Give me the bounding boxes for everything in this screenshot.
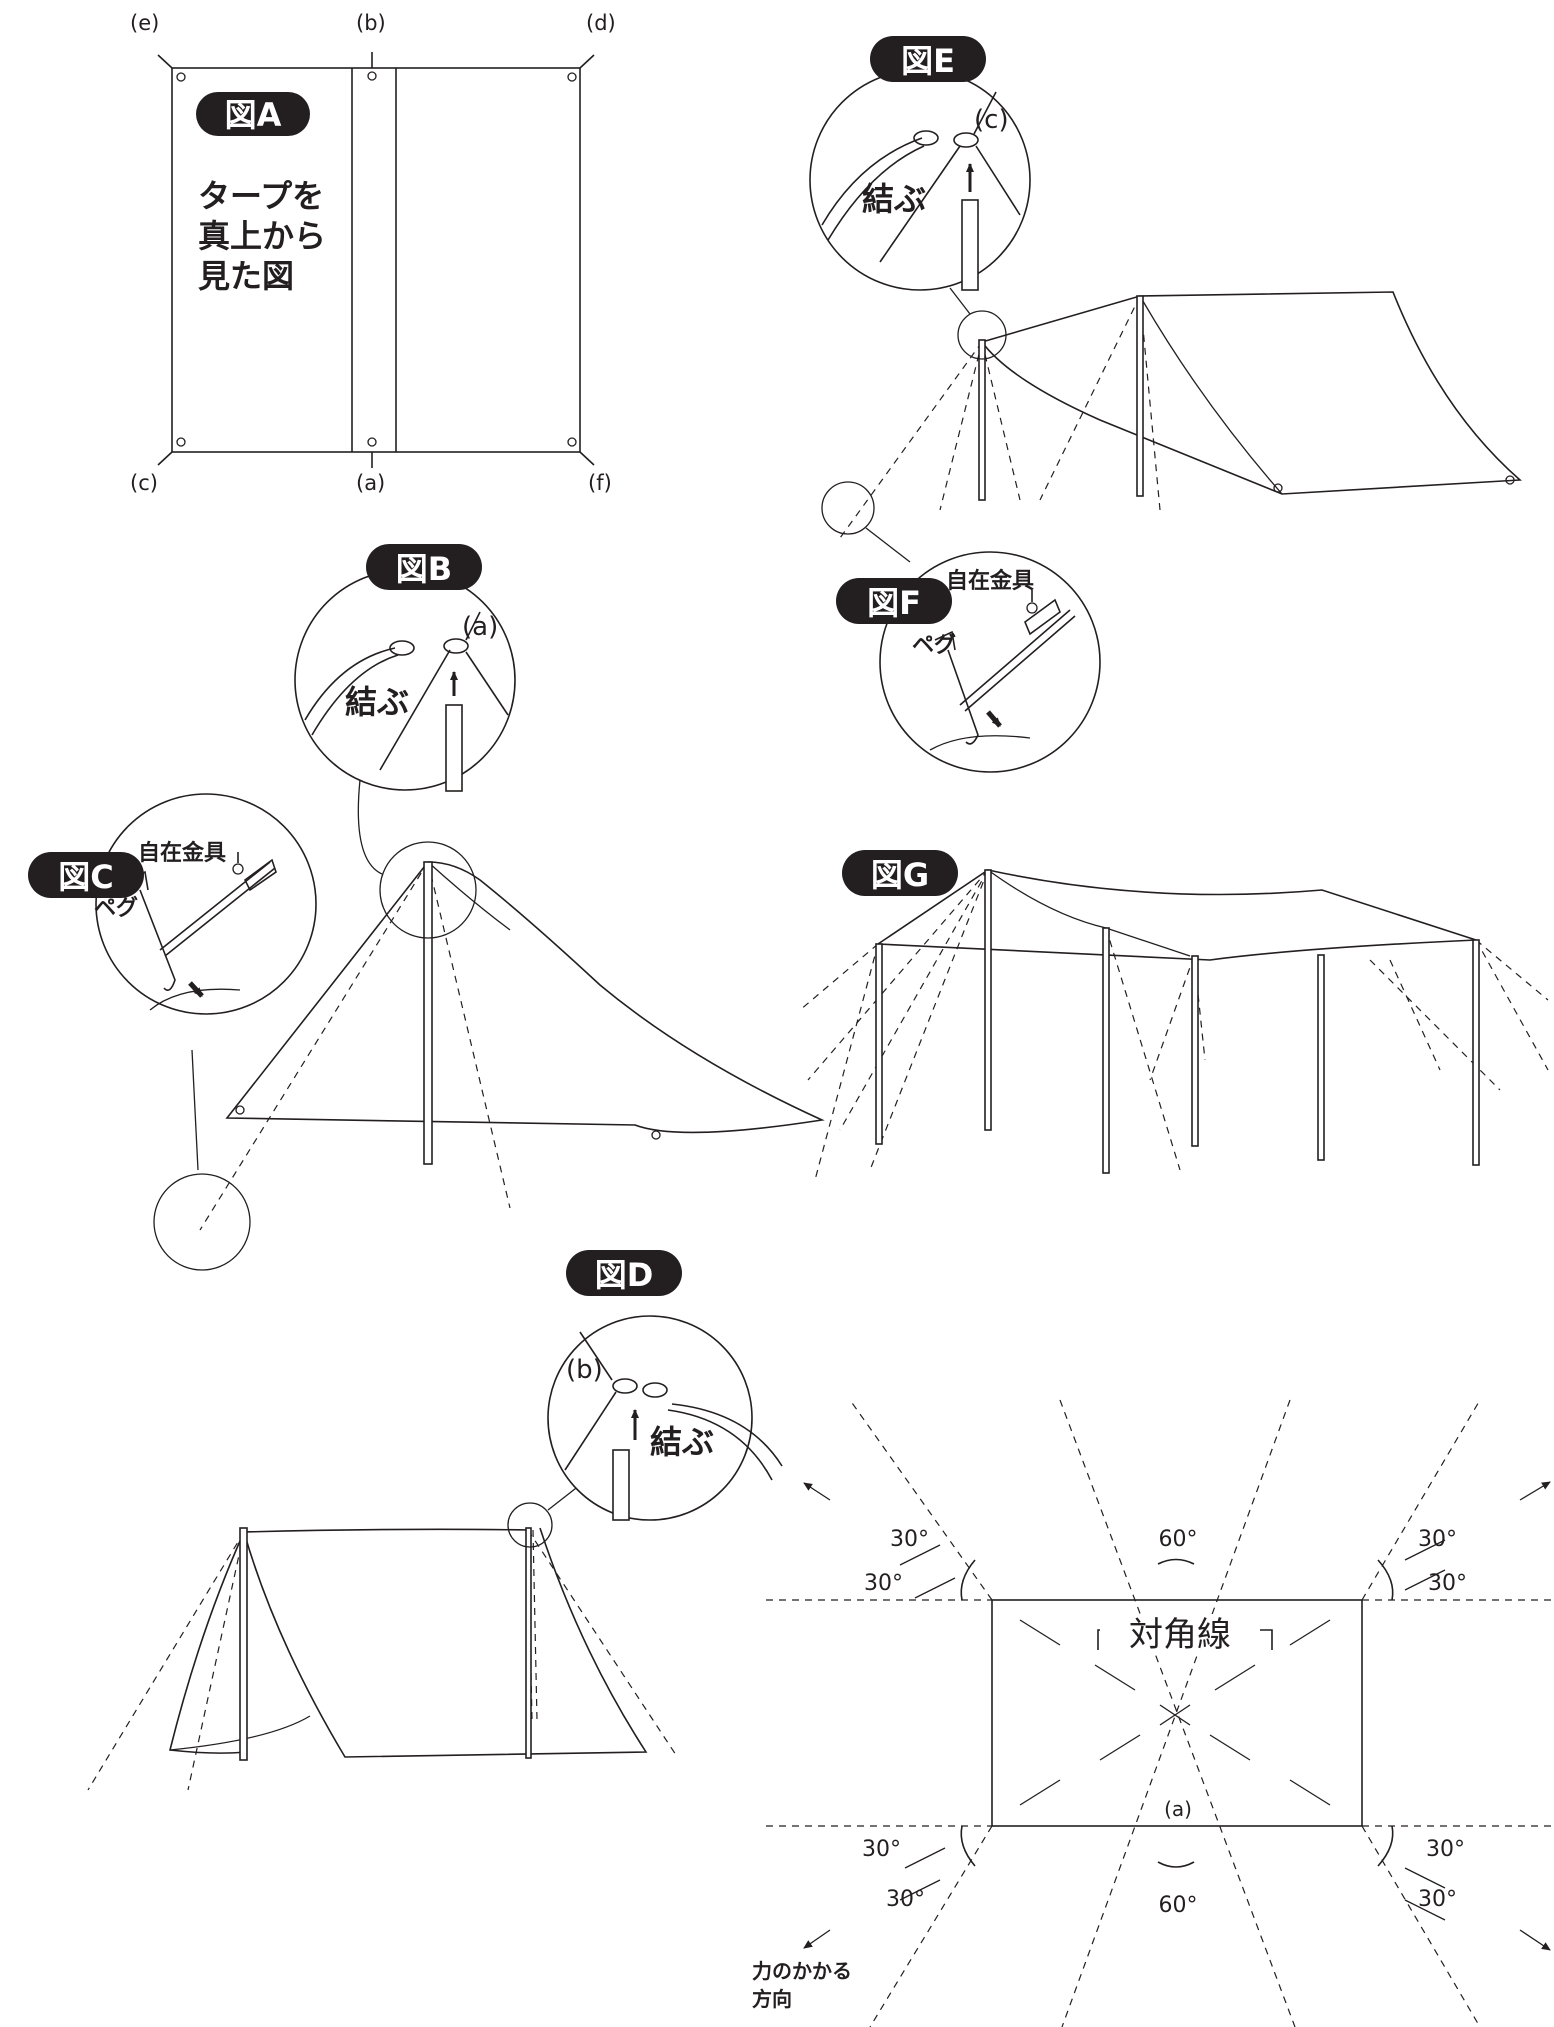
figure-b-point-label: (a) — [462, 612, 498, 642]
figure-g-badge: 図G — [842, 850, 958, 896]
figure-d-tie-label: 結ぶ — [650, 1423, 714, 1461]
angle-label-tl-upper: 30° — [890, 1527, 929, 1552]
figure-b-badge-text: 図B — [396, 550, 452, 588]
figure-f-badge-text: 図F — [867, 584, 921, 622]
corner-label-c: (c) — [130, 471, 158, 495]
figure-b-badge: 図B — [366, 544, 482, 590]
angle-label-br-lower: 30° — [1418, 1887, 1457, 1912]
angle-label-bl-lower: 30° — [886, 1887, 925, 1912]
figure-a-caption-line-1: タープを — [198, 177, 324, 215]
force-direction-label-line-1: 力のかかる — [752, 1959, 852, 1983]
diagonal-label: 対角線 — [1129, 1615, 1231, 1655]
corner-label-b: (b) — [356, 11, 386, 35]
figure-c-badge-text: 図C — [58, 858, 114, 896]
figure-g-scene: 図G — [799, 850, 1549, 1181]
figure-a-badge: 図A — [196, 92, 310, 136]
figure-e-badge: 図E — [870, 36, 986, 82]
figure-b-zoom — [294, 569, 516, 792]
figure-e-tie-label: 結ぶ — [862, 180, 926, 218]
corner-label-d: (d) — [586, 11, 616, 35]
figure-d-badge-text: 図D — [595, 1256, 654, 1294]
figure-e-zoom — [809, 69, 1031, 291]
figure-a-caption-line-3: 見た図 — [198, 257, 294, 295]
figure-e-scene: 図E (c) 結ぶ 図F 自在金具 ペグ — [809, 36, 1522, 773]
figure-c-badge: 図C — [28, 852, 144, 898]
angle-label-tr-upper: 30° — [1418, 1527, 1457, 1552]
angle-label-top: 60° — [1159, 1527, 1198, 1552]
figure-f-adjuster-label: 自在金具 — [946, 568, 1034, 594]
figure-a: 図A タープを 真上から 見た図 (e) (b) (d) (c) (a) (f) — [130, 11, 616, 495]
figure-d-point-label: (b) — [566, 1355, 603, 1385]
corner-label-e: (e) — [130, 11, 159, 35]
figure-f-badge: 図F — [836, 578, 952, 624]
figure-d-badge: 図D — [566, 1250, 682, 1296]
angle-label-bl-upper: 30° — [862, 1837, 901, 1862]
angle-label-bottom: 60° — [1159, 1893, 1198, 1918]
figure-a-caption-line-2: 真上から — [198, 217, 326, 255]
figure-e-badge-text: 図E — [901, 42, 955, 80]
figure-c-zoom — [95, 793, 317, 1015]
corner-label-a: (a) — [356, 471, 385, 495]
angle-label-tl-lower: 30° — [864, 1571, 903, 1596]
figure-b-tie-label: 結ぶ — [345, 683, 409, 721]
figure-e-point-label: (c) — [974, 105, 1009, 135]
figure-g-badge-text: 図G — [871, 856, 929, 894]
corner-label-f: (f) — [588, 471, 612, 495]
figure-a-badge-text: 図A — [225, 96, 282, 134]
figure-d-scene: 図D (b) 結ぶ — [87, 1250, 783, 1791]
angle-label-tr-lower: 30° — [1428, 1571, 1467, 1596]
figure-b-scene: 図B (a) 結ぶ 図C 自在金具 ペグ — [28, 544, 825, 1271]
figure-f-peg-label: ペグ — [912, 632, 956, 658]
plan-bottom-mid-label: (a) — [1164, 1797, 1192, 1821]
angle-label-br-upper: 30° — [1426, 1837, 1465, 1862]
figure-d-zoom — [547, 1315, 783, 1521]
force-direction-label-line-2: 方向 — [752, 1987, 792, 2011]
figure-c-peg-label: ペグ — [94, 895, 138, 921]
figure-c-adjuster-label: 自在金具 — [138, 840, 226, 866]
plan-diagram: 対角線 (a) 60° 60° 30° 30° 30° 30° 30° 30° … — [752, 1399, 1554, 2027]
